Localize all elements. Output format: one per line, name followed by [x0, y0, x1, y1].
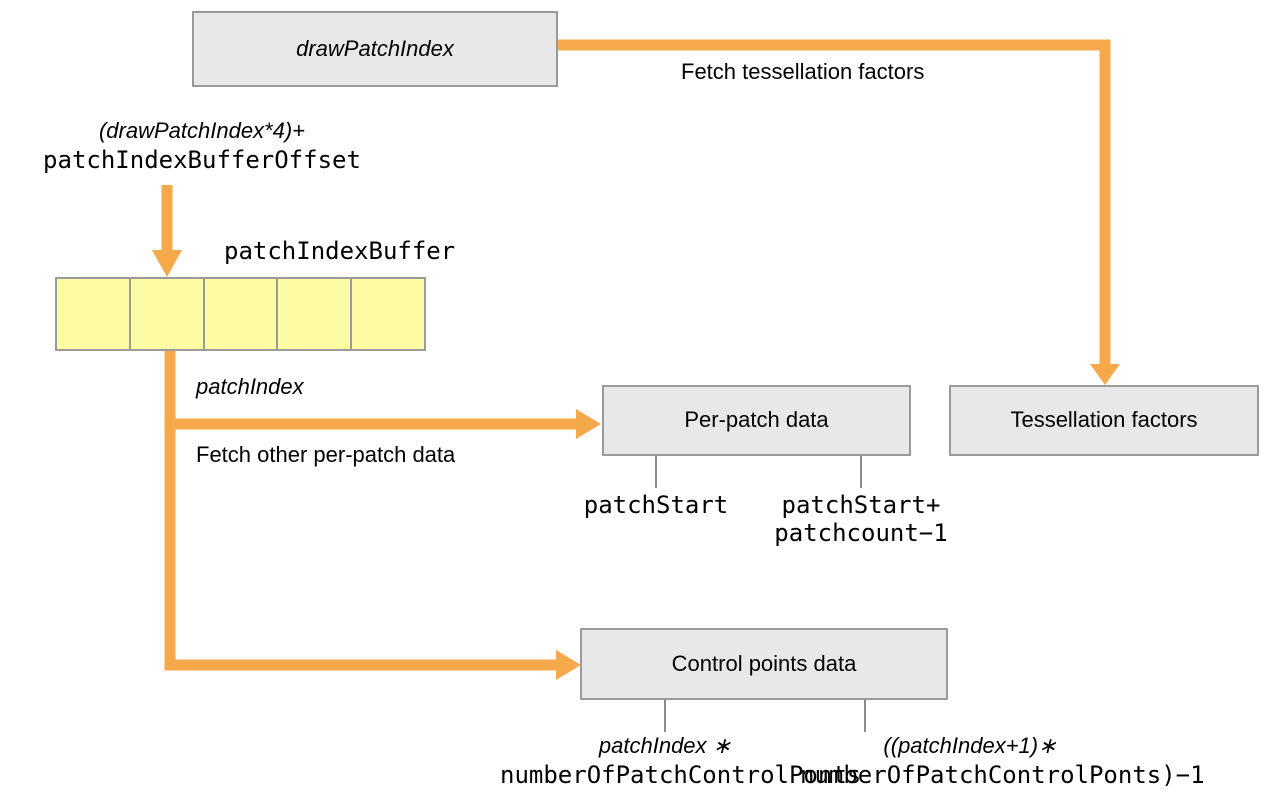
- buffer-cell[interactable]: [352, 279, 424, 349]
- patch-index-buffer-title: patchIndexBuffer: [224, 237, 456, 265]
- node-control-points-data-label: Control points data: [671, 650, 857, 676]
- control-points-range-end-line1: ((patchIndex+1)∗: [883, 733, 1057, 758]
- node-draw-patch-index[interactable]: drawPatchIndex: [192, 11, 558, 87]
- control-points-range-end-line2: numberOfPatchControlPonts)−1: [800, 761, 1205, 789]
- node-control-points-data[interactable]: Control points data: [580, 628, 948, 700]
- edge-label-fetch-tessellation-factors: Fetch tessellation factors: [681, 59, 925, 84]
- offset-expression-line1: (drawPatchIndex*4)+: [98, 118, 306, 143]
- node-per-patch-data[interactable]: Per-patch data: [602, 385, 911, 456]
- buffer-cell[interactable]: [278, 279, 353, 349]
- patch-index-buffer[interactable]: [55, 277, 426, 351]
- control-points-range-start-line1: patchIndex ∗: [598, 733, 732, 758]
- offset-expression-line2: patchIndexBufferOffset: [43, 146, 361, 174]
- buffer-cell[interactable]: [130, 279, 205, 349]
- node-tessellation-factors[interactable]: Tessellation factors: [949, 385, 1259, 456]
- per-patch-range-end-line1: patchStart+: [781, 491, 941, 519]
- node-draw-patch-index-label: drawPatchIndex: [296, 35, 454, 61]
- buffer-cell[interactable]: [57, 279, 131, 349]
- control-points-range-start-line2: numberOfPatchControlPonts: [500, 761, 862, 789]
- tick-leaders-per-patch: [655, 456, 862, 488]
- edge-label-patch-index: patchIndex: [196, 374, 304, 399]
- tick-leaders-control-points: [664, 700, 866, 732]
- edge-offset-into-buffer: [152, 185, 182, 277]
- per-patch-range-start: patchStart: [583, 491, 729, 519]
- edge-label-fetch-other-per-patch-data: Fetch other per-patch data: [196, 442, 456, 467]
- node-tessellation-factors-label: Tessellation factors: [1010, 407, 1198, 433]
- buffer-cell[interactable]: [204, 279, 279, 349]
- edge-fetch-tessellation-factors: [557, 39, 1120, 385]
- node-per-patch-data-label: Per-patch data: [684, 407, 829, 433]
- per-patch-range-end-line2: patchcount−1: [774, 519, 948, 547]
